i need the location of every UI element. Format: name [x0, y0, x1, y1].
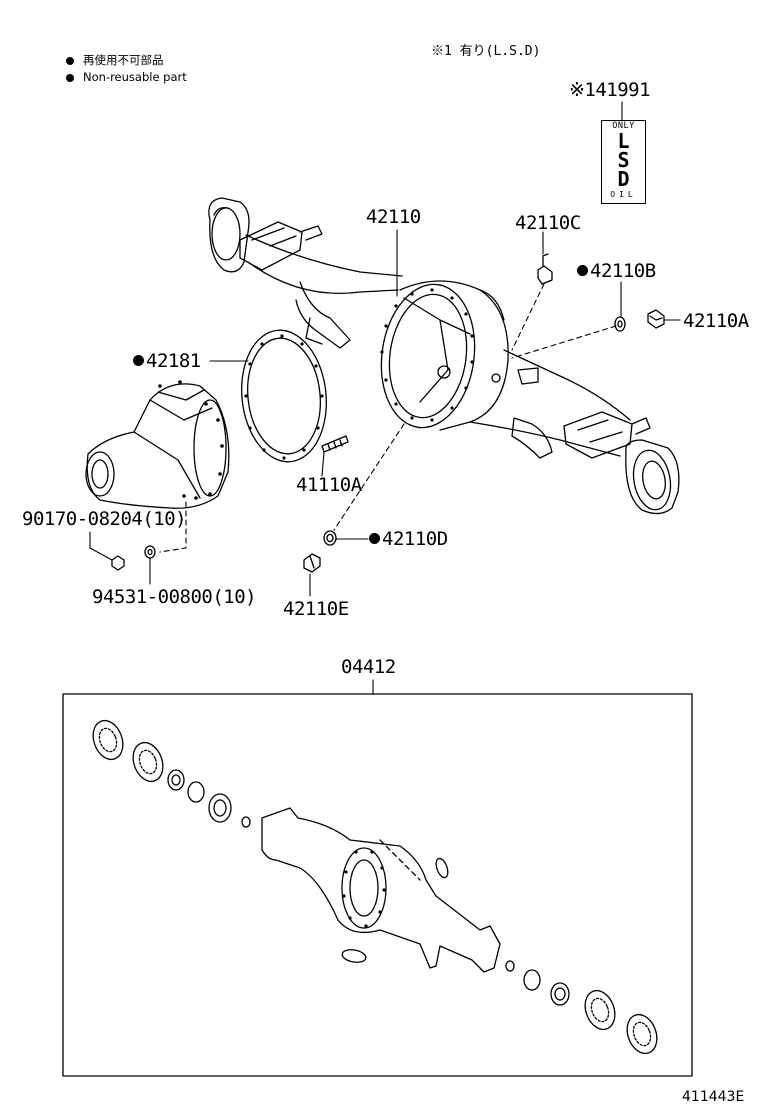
- part-label-42181[interactable]: 42181: [133, 350, 201, 372]
- lsd-oil-plate: ONLY L S D OIL: [601, 120, 646, 204]
- part-label-42110E[interactable]: 42110E: [283, 598, 349, 620]
- legend-row-ja: 再使用不可部品: [66, 52, 187, 69]
- plug-42110A: [647, 309, 665, 329]
- part-label-42110A[interactable]: 42110A: [683, 310, 749, 332]
- gasket-42110B: [614, 316, 626, 332]
- part-label-42110D[interactable]: 42110D: [369, 528, 448, 550]
- legend-row-en: Non-reusable part: [66, 69, 187, 86]
- part-label-42110C[interactable]: 42110C: [515, 212, 581, 234]
- bullet-icon: [66, 56, 74, 65]
- carrier-gasket: [241, 329, 327, 463]
- illustration-code: 411443E: [682, 1089, 745, 1105]
- part-label-42110B[interactable]: 42110B: [577, 260, 656, 282]
- legend-ja-text: 再使用不可部品: [83, 53, 164, 67]
- part-number: 42110B: [590, 260, 656, 282]
- non-reusable-bullet-icon: [133, 355, 144, 366]
- non-reusable-bullet-icon: [577, 265, 588, 276]
- plate-top-text: ONLY: [612, 121, 635, 131]
- nut-90170: [111, 555, 125, 571]
- dashed-guides: [159, 283, 617, 553]
- differential-carrier: [85, 380, 230, 509]
- carrier-stud: [321, 435, 349, 453]
- part-label-90170[interactable]: 90170-08204(10): [22, 508, 187, 530]
- washer-94531: [144, 545, 156, 559]
- axle-housing: [208, 197, 680, 515]
- breather-plug-42110C: [537, 253, 553, 285]
- plug-42110E: [303, 553, 321, 573]
- part-label-41991[interactable]: ※141991: [569, 79, 651, 101]
- part-number: 42181: [146, 350, 201, 372]
- part-label-41110A[interactable]: 41110A: [296, 474, 362, 496]
- lsd-note: ※1 有り(L.S.D): [431, 44, 541, 59]
- part-label-94531[interactable]: 94531-00800(10): [92, 586, 257, 608]
- kit-parts: [92, 719, 658, 1055]
- plate-letter: S: [617, 148, 630, 172]
- plate-letter: D: [617, 167, 630, 191]
- part-label-42110[interactable]: 42110: [366, 206, 421, 228]
- bullet-icon: [66, 73, 74, 82]
- leader-lines: [89, 101, 681, 695]
- legend: 再使用不可部品 Non-reusable part: [66, 52, 187, 86]
- kit-box: [62, 693, 693, 1077]
- plate-bottom-text: OIL: [610, 190, 637, 199]
- plate-letter: L: [617, 129, 630, 153]
- part-number: 42110D: [382, 528, 448, 550]
- legend-en-text: Non-reusable part: [83, 70, 187, 84]
- part-label-04412[interactable]: 04412: [341, 656, 396, 678]
- non-reusable-bullet-icon: [369, 533, 380, 544]
- gasket-42110D: [323, 530, 337, 546]
